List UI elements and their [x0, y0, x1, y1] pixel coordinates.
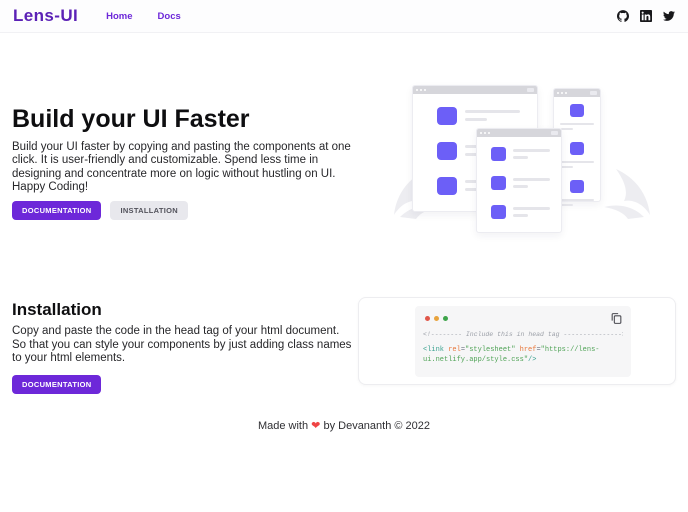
code-editor: <!-------- Include this in head tag ----… [415, 306, 631, 377]
traffic-lights [425, 316, 623, 321]
green-dot-icon [443, 316, 448, 321]
social-links [617, 10, 675, 22]
installation-description: Copy and paste the code in the head tag … [12, 325, 352, 365]
linkedin-icon[interactable] [640, 10, 652, 22]
hero-description: Build your UI faster by copying and past… [12, 140, 351, 194]
main-nav: Home Docs [106, 11, 181, 22]
footer-text: Made with [257, 420, 309, 432]
yellow-dot-icon [434, 316, 439, 321]
github-icon[interactable] [617, 10, 629, 22]
heart-icon: ❤ [311, 420, 321, 432]
leaf-decoration-icon [604, 169, 650, 219]
hero-title: Build your UI Faster [12, 105, 250, 133]
installation-button[interactable]: INSTALLATION [110, 200, 188, 220]
window-titlebar [477, 129, 561, 137]
code-line: <link rel="stylesheet" href="https://len… [423, 346, 600, 365]
logo[interactable]: Lens-UI [13, 6, 79, 25]
hero-illustration [390, 70, 668, 245]
installation-section: Installation Copy and paste the code in … [12, 300, 352, 394]
window-titlebar [413, 86, 537, 94]
hero-section: Build your UI Faster Build your UI faste… [12, 105, 352, 220]
copy-button[interactable] [610, 312, 623, 328]
window-titlebar [554, 89, 600, 97]
red-dot-icon [425, 316, 430, 321]
header: Lens-UI Home Docs [0, 0, 688, 33]
hero-buttons: DOCUMENTATION INSTALLATION [12, 200, 352, 220]
documentation-button[interactable]: DOCUMENTATION [12, 200, 102, 220]
copy-icon [611, 313, 622, 324]
browser-window-illustration [476, 128, 562, 233]
documentation-button-2[interactable]: DOCUMENTATION [12, 374, 102, 394]
footer-credit: by Devananth © 2022 [323, 420, 431, 432]
code-comment: <!-------- Include this in head tag ----… [423, 331, 623, 338]
installation-title: Installation [12, 300, 102, 319]
nav-docs[interactable]: Docs [157, 10, 181, 22]
twitter-icon[interactable] [663, 10, 675, 22]
footer: Made with ❤ by Devananth © 2022 [0, 419, 688, 432]
nav-home[interactable]: Home [106, 10, 133, 22]
code-snippet-card: <!-------- Include this in head tag ----… [358, 297, 676, 385]
